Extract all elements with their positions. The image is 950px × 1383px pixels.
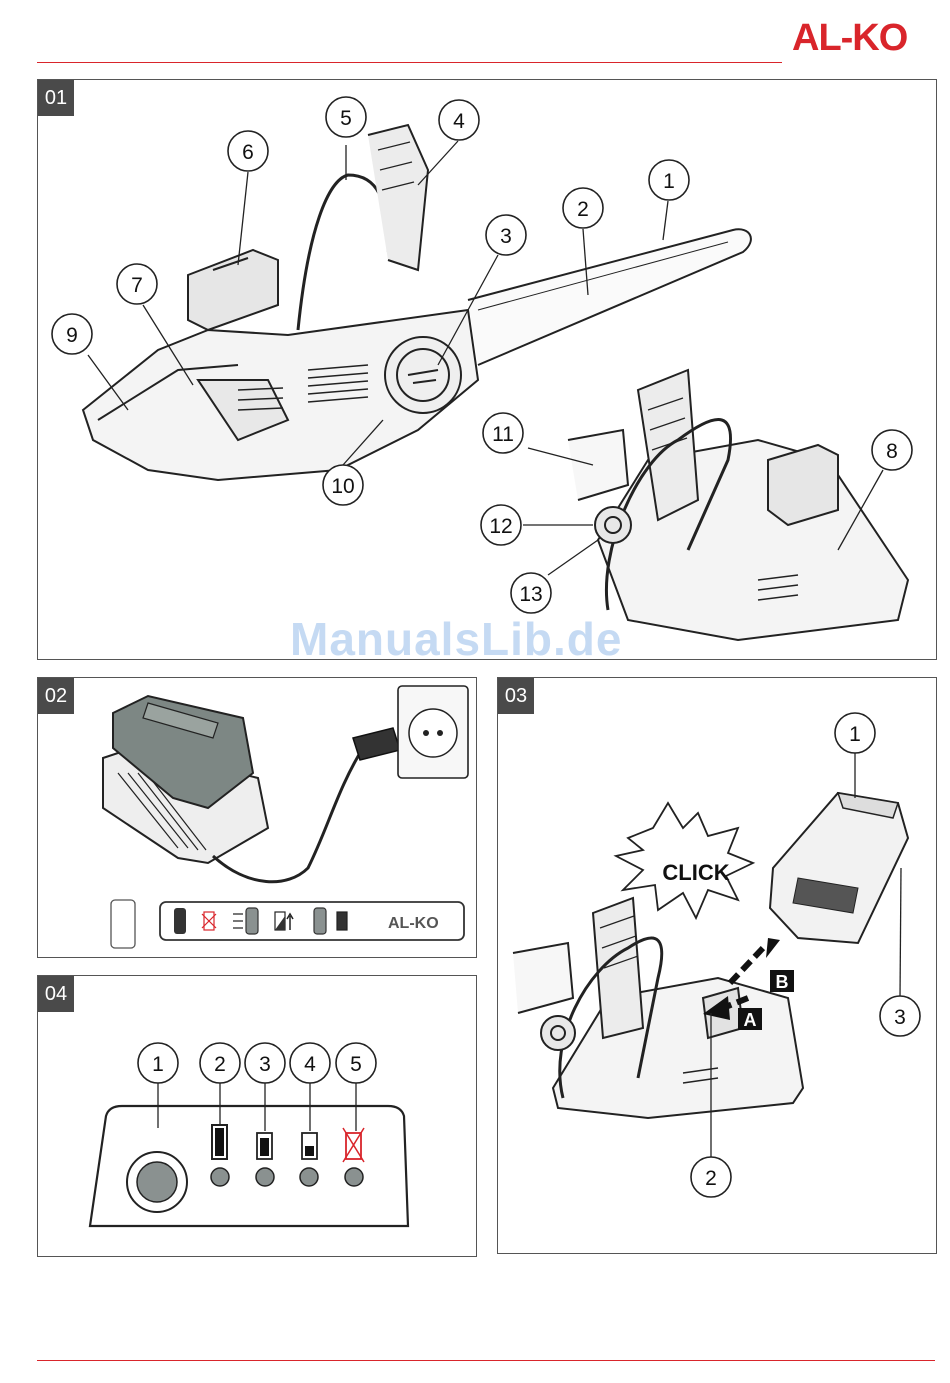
battery-indicator-illustration: 1 2 3 4 5 bbox=[38, 976, 476, 1256]
figure-panel-03: 03 CLICK A B bbox=[497, 677, 937, 1254]
callout-7: 7 bbox=[117, 264, 157, 304]
callout-5: 5 bbox=[336, 1043, 376, 1083]
svg-text:13: 13 bbox=[519, 583, 542, 606]
step-b-label: B bbox=[776, 972, 789, 992]
svg-text:4: 4 bbox=[304, 1053, 316, 1076]
callout-10: 10 bbox=[323, 465, 363, 505]
header-rule bbox=[37, 62, 782, 63]
svg-text:1: 1 bbox=[663, 170, 675, 193]
battery-insert-illustration: CLICK A B 1 2 3 bbox=[498, 678, 936, 1253]
figure-panel-01: 01 bbox=[37, 79, 937, 660]
callout-8: 8 bbox=[872, 430, 912, 470]
svg-text:3: 3 bbox=[500, 225, 512, 248]
svg-text:5: 5 bbox=[350, 1053, 362, 1076]
socket-icon bbox=[398, 686, 468, 778]
svg-text:3: 3 bbox=[894, 1006, 906, 1029]
svg-text:1: 1 bbox=[849, 723, 861, 746]
callout-13: 13 bbox=[511, 573, 551, 613]
charging-icon bbox=[275, 912, 293, 930]
svg-text:10: 10 bbox=[331, 475, 354, 498]
svg-text:1: 1 bbox=[152, 1053, 164, 1076]
callout-3: 3 bbox=[245, 1043, 285, 1083]
callout-5: 5 bbox=[326, 97, 366, 137]
watermark: ManualsLib.de bbox=[290, 612, 622, 666]
svg-text:3: 3 bbox=[259, 1053, 271, 1076]
callout-2: 2 bbox=[691, 1157, 731, 1197]
click-label: CLICK bbox=[662, 860, 729, 885]
svg-text:2: 2 bbox=[577, 198, 589, 221]
callout-2: 2 bbox=[200, 1043, 240, 1083]
svg-text:9: 9 bbox=[66, 324, 78, 347]
callout-6: 6 bbox=[228, 131, 268, 171]
figure-panel-04: 04 1 2 3 bbox=[37, 975, 477, 1257]
battery-icon bbox=[770, 793, 908, 943]
svg-text:12: 12 bbox=[489, 515, 512, 538]
svg-text:6: 6 bbox=[242, 141, 254, 164]
charger-illustration: AL-KO bbox=[38, 678, 476, 957]
callout-4: 4 bbox=[290, 1043, 330, 1083]
svg-text:2: 2 bbox=[214, 1053, 226, 1076]
callout-4: 4 bbox=[439, 100, 479, 140]
alko-logo: AL-KO bbox=[792, 18, 937, 58]
svg-text:8: 8 bbox=[886, 440, 898, 463]
svg-text:5: 5 bbox=[340, 107, 352, 130]
callout-3: 3 bbox=[486, 215, 526, 255]
callout-12: 12 bbox=[481, 505, 521, 545]
callout-9: 9 bbox=[52, 314, 92, 354]
footer-rule bbox=[37, 1360, 935, 1361]
charger-brand-label: AL-KO bbox=[388, 915, 439, 932]
chainsaw-illustration: 1 2 3 4 5 6 7 8 9 10 11 12 13 bbox=[38, 80, 936, 659]
svg-text:2: 2 bbox=[705, 1167, 717, 1190]
svg-text:11: 11 bbox=[492, 423, 514, 446]
callout-3: 3 bbox=[880, 996, 920, 1036]
callout-1: 1 bbox=[835, 713, 875, 753]
callout-11: 11 bbox=[483, 413, 523, 453]
callout-2: 2 bbox=[563, 188, 603, 228]
svg-text:7: 7 bbox=[131, 274, 143, 297]
callout-1: 1 bbox=[649, 160, 689, 200]
callout-1: 1 bbox=[138, 1043, 178, 1083]
svg-text:4: 4 bbox=[453, 110, 465, 133]
step-a-label: A bbox=[744, 1010, 757, 1030]
figure-panel-02: 02 bbox=[37, 677, 477, 958]
